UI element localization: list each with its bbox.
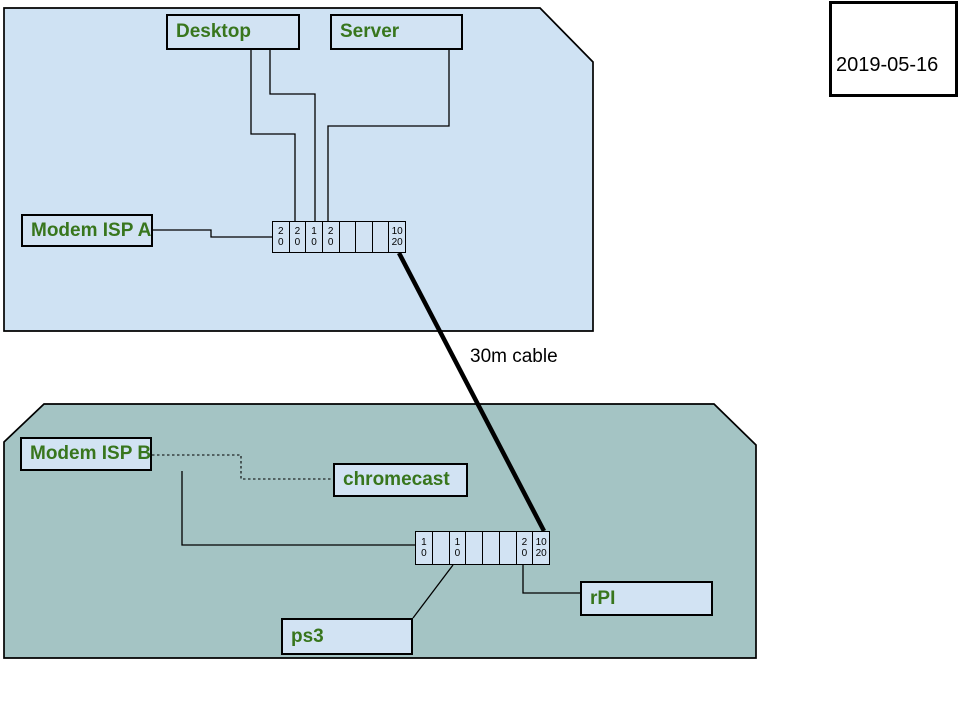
switch-b-port-1: 1 0 <box>416 532 433 564</box>
zone-isp-b-shape <box>3 403 757 659</box>
node-rpi-label: rPI <box>590 587 616 609</box>
connector-switch-rpi <box>522 565 580 594</box>
switch-a-port-7 <box>373 222 390 252</box>
node-server: Server <box>330 14 463 50</box>
node-chromecast: chromecast <box>333 463 468 497</box>
switch-b-port-4 <box>466 532 483 564</box>
switch-a-port-2: 2 0 <box>290 222 307 252</box>
cable-30m-line <box>397 251 546 533</box>
connector-switch-ps3 <box>412 564 454 619</box>
zone-isp-a-shape <box>3 7 594 332</box>
switch-zone-b: 1 0 1 0 2 0 10 20 <box>415 531 550 565</box>
switch-a-port-3: 1 0 <box>306 222 323 252</box>
cable-30m-label: 30m cable <box>470 346 558 367</box>
connector-modem-a-switch <box>153 229 272 238</box>
date-text: 2019-05-16 <box>836 54 939 76</box>
node-modem-isp-a-label: Modem ISP A <box>31 219 152 241</box>
node-desktop: Desktop <box>166 14 300 50</box>
node-modem-isp-b: Modem ISP B <box>20 437 152 471</box>
switch-a-port-5 <box>340 222 357 252</box>
connector-modem-b-switch <box>181 471 415 546</box>
switch-zone-a: 2 0 2 0 1 0 2 0 10 20 <box>272 221 406 253</box>
node-server-label: Server <box>340 21 400 42</box>
node-rpi: rPI <box>580 581 713 616</box>
node-modem-isp-a: Modem ISP A <box>21 214 153 247</box>
node-modem-isp-b-label: Modem ISP B <box>30 443 152 464</box>
connector-modem-b-chromecast-dotted <box>152 454 333 480</box>
date-box: 2019-05-16 <box>829 1 958 97</box>
switch-b-port-5 <box>483 532 500 564</box>
switch-a-port-6 <box>356 222 373 252</box>
switch-b-port-3: 1 0 <box>450 532 467 564</box>
switch-b-port-6 <box>500 532 517 564</box>
connector-desktop-port2 <box>250 50 296 221</box>
connector-desktop-port3 <box>269 50 316 221</box>
node-chromecast-label: chromecast <box>343 469 450 490</box>
node-ps3: ps3 <box>281 618 413 655</box>
switch-b-port-7: 2 0 <box>517 532 534 564</box>
node-desktop-label: Desktop <box>176 21 251 42</box>
switch-a-port-1: 2 0 <box>273 222 290 252</box>
connector-server-port4 <box>327 50 450 221</box>
node-ps3-label: ps3 <box>291 625 324 647</box>
switch-b-port-2 <box>433 532 450 564</box>
switch-a-port-4: 2 0 <box>323 222 340 252</box>
switch-a-port-8: 10 20 <box>391 226 403 248</box>
switch-b-port-8: 10 20 <box>535 537 547 559</box>
